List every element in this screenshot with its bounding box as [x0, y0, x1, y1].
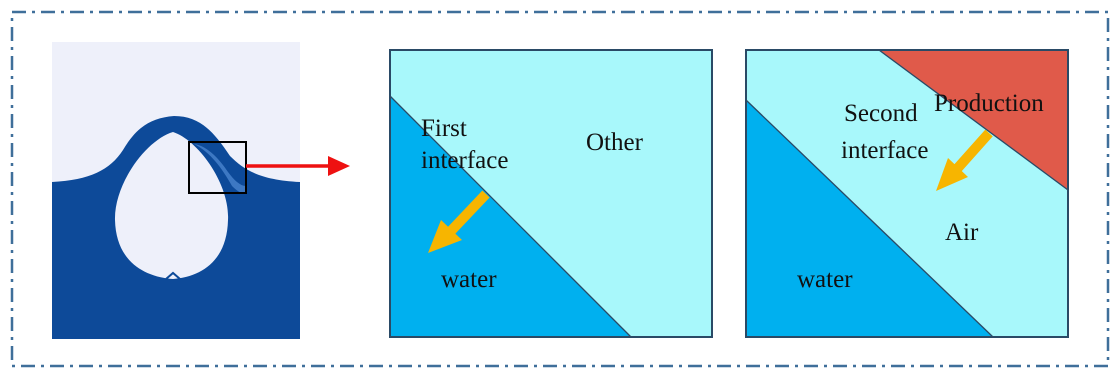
interface-label: interface: [421, 147, 508, 174]
second-interface-line: [878, 49, 1069, 191]
second-label: Second: [844, 100, 918, 127]
first-label: First: [421, 115, 467, 142]
production-label: Production: [934, 90, 1044, 117]
right-arrow-icon: [246, 156, 350, 176]
down-left-arrow-icon: [428, 190, 490, 253]
panel-2-border: [745, 49, 1069, 338]
water-air-boundary: [745, 99, 994, 338]
water-label: water: [797, 266, 853, 293]
highlighted-film: [194, 144, 246, 194]
panel-first-interface: First interface Other water: [389, 49, 713, 338]
first-interface-line: [389, 95, 632, 338]
water-label: water: [441, 266, 497, 293]
down-left-arrow-icon: [936, 129, 993, 191]
interface-label: interface: [841, 137, 928, 164]
panel-second-interface: Production Second interface Air water: [745, 49, 1069, 338]
other-label: Other: [586, 129, 644, 156]
air-label: Air: [945, 219, 979, 246]
droplet-scene: [52, 42, 300, 339]
panel-1-border: [389, 49, 713, 338]
bubble-bottom-notch: [165, 271, 181, 280]
bubble: [114, 132, 229, 279]
